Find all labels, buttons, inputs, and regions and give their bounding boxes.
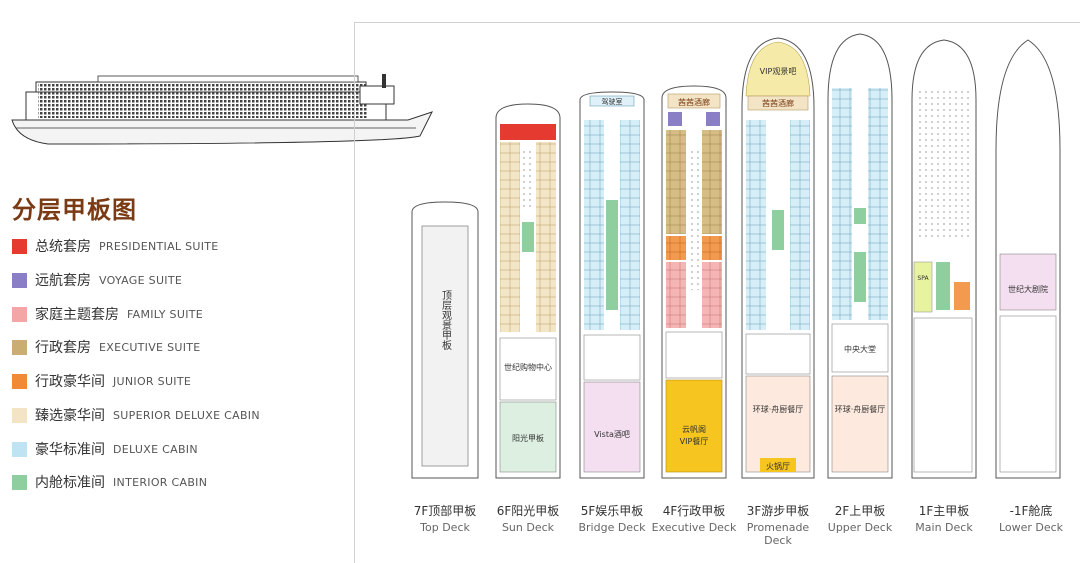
deck-label-4f: 4F行政甲板 Executive Deck	[651, 504, 737, 534]
deck-label-5f: 5F娱乐甲板 Bridge Deck	[578, 504, 646, 534]
legend-item-deluxe: 豪华标准间 DELUXE CABIN	[12, 439, 198, 459]
deck-3f-promenade: VIP观景吧 茜茜酒廊 环球·舟厨餐厅 火锅厅	[741, 37, 815, 479]
legend-item-family: 家庭主题套房 FAMILY SUITE	[12, 304, 203, 324]
legend-swatch	[12, 306, 27, 322]
legend-swatch	[12, 339, 27, 355]
deck-label-2f: 2F上甲板 Upper Deck	[827, 504, 893, 534]
deck-2f-upper: 中央大堂 环球·舟厨餐厅	[827, 33, 893, 479]
deck-label-6f: 6F阳光甲板 Sun Deck	[496, 504, 560, 534]
legend-item-junior: 行政豪华间 JUNIOR SUITE	[12, 371, 191, 391]
deck-6f-sun: 世纪购物中心 阳光甲板	[495, 103, 561, 479]
deck-label-lower: -1F舱底 Lower Deck	[998, 504, 1064, 534]
deck-4f-executive: 茜茜酒廊 云帆阁 VIP餐厅	[661, 85, 727, 479]
legend-swatch	[12, 373, 27, 389]
area-bar4: 茜茜酒廊	[678, 97, 710, 107]
deck-label-3f: 3F游步甲板 Promenade Deck	[746, 504, 810, 547]
legend-swatch	[12, 407, 27, 423]
deck-plan-frame	[354, 22, 1080, 563]
deck-1f-main: SPA	[911, 39, 977, 479]
legend-swatch	[12, 238, 27, 254]
area-theater: 世纪大剧院	[1008, 284, 1048, 294]
area-vista: Vista酒吧	[594, 430, 630, 439]
area-hotpot: 火锅厅	[766, 461, 790, 471]
area-vip-dining-1: 云帆阁	[682, 424, 706, 434]
deck-label-7f: 7F顶部甲板 Top Deck	[413, 504, 477, 534]
area-restaurant-3: 环球·舟厨餐厅	[753, 404, 804, 414]
deck-label-1f: 1F主甲板 Main Deck	[915, 504, 973, 534]
legend-swatch	[12, 441, 27, 457]
area-top-deck: 顶层观景甲板	[440, 290, 452, 351]
area-spa: SPA	[917, 275, 929, 282]
area-vip-dining-2: VIP餐厅	[680, 437, 709, 446]
area-restaurant-2: 环球·舟厨餐厅	[835, 404, 886, 414]
legend-item-presidential: 总统套房 PRESIDENTIAL SUITE	[12, 236, 219, 256]
area-vip-bar: VIP观景吧	[760, 67, 797, 76]
legend-item-executive: 行政套房 EXECUTIVE SUITE	[12, 337, 201, 357]
area-shopping: 世纪购物中心	[504, 362, 552, 372]
legend-item-superior-deluxe: 臻选豪华间 SUPERIOR DELUXE CABIN	[12, 405, 260, 425]
legend-item-voyage: 远航套房 VOYAGE SUITE	[12, 270, 182, 290]
area-bridge: 驾驶室	[602, 97, 623, 106]
page-title: 分层甲板图	[12, 196, 137, 224]
deck-7f-top: 顶层观景甲板	[411, 201, 479, 479]
area-bar3: 茜茜酒廊	[762, 98, 794, 108]
legend-swatch	[12, 272, 27, 288]
deck-5f-bridge: 驾驶室 Vista酒吧	[579, 91, 645, 479]
area-lobby: 中央大堂	[844, 344, 876, 354]
deck-lower: 世纪大剧院	[995, 39, 1061, 479]
legend-item-interior: 内舱标准间 INTERIOR CABIN	[12, 472, 207, 492]
area-sun-deck: 阳光甲板	[512, 433, 544, 443]
legend-swatch	[12, 474, 27, 490]
ship-side-view	[11, 74, 433, 145]
